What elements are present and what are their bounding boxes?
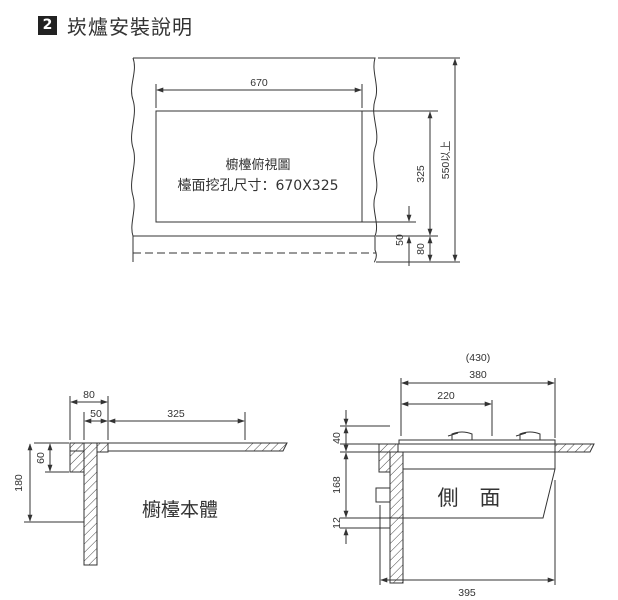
- control-knob: [375, 487, 391, 503]
- top-dim-325: 325: [415, 165, 427, 183]
- top-width-label: 670: [250, 77, 268, 89]
- side-dim-430: (430): [466, 352, 491, 364]
- stove-side-view: [340, 378, 595, 585]
- cutout-rectangle: [155, 110, 363, 223]
- burner-right: [515, 431, 541, 440]
- top-dim-80: 80: [415, 243, 427, 255]
- countertop-outline: [133, 57, 378, 263]
- section-heading: 2 崁爐安裝說明: [38, 10, 193, 40]
- side-dim-40: 40: [331, 432, 343, 444]
- section-number: 2: [38, 15, 57, 35]
- side-countertop: [378, 443, 399, 453]
- cabinet-section-view: [24, 396, 288, 566]
- burner-left: [447, 431, 473, 440]
- section-title: 崁爐安裝說明: [67, 14, 193, 39]
- side-dim-12: 12: [331, 517, 343, 529]
- side-dim-395: 395: [458, 587, 476, 599]
- cabinet-front-panel: [83, 442, 98, 566]
- countertop-top-view: [131, 57, 460, 266]
- cabinet-dim-50: 50: [90, 408, 102, 420]
- cabinet-body-label: 櫥檯本體: [142, 499, 218, 521]
- cabinet-dim-180: 180: [13, 474, 25, 492]
- countertop-left-edge: [131, 57, 135, 262]
- cabinet-dim-80: 80: [83, 389, 95, 401]
- side-view-label: 側 面: [438, 486, 501, 510]
- top-view-caption-2: 檯面挖孔尺寸：670X325: [177, 178, 338, 194]
- cabinet-dim-325: 325: [167, 408, 185, 420]
- top-dim-50: 50: [394, 234, 406, 246]
- top-view-caption-1: 櫥檯俯視圖: [225, 157, 290, 173]
- stove-top-plate: [398, 439, 556, 445]
- side-dim-220: 220: [437, 390, 455, 402]
- side-dim-168: 168: [331, 476, 343, 494]
- cabinet-dim-60: 60: [35, 452, 47, 464]
- side-dim-380: 380: [469, 369, 487, 381]
- top-dim-550: 550以上: [440, 141, 452, 180]
